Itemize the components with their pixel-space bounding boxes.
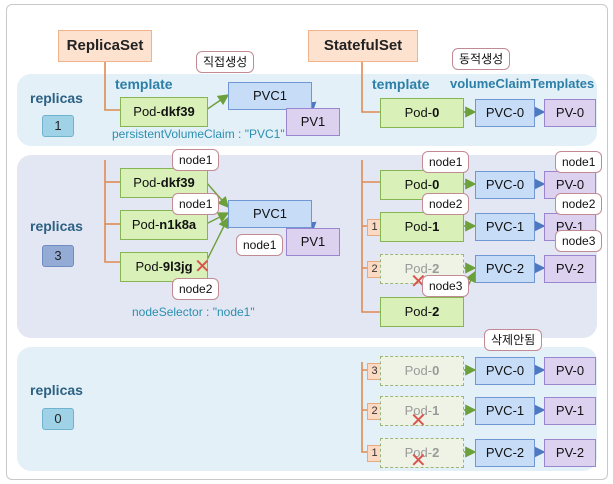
ss-pvc-s1-0: PVC-0 — [475, 99, 535, 127]
ss-pod-s3-2: Pod-2 — [380, 438, 464, 468]
rs-note-node1-a: node1 — [172, 149, 220, 171]
rs-pvc-s1: PVC1 — [228, 82, 312, 110]
replicaset-header: ReplicaSet — [58, 30, 152, 62]
ss-pod-s2-1: Pod-1 — [380, 212, 464, 242]
rs-note-node1-b: node1 — [172, 193, 220, 215]
ss-note-node1-b: node1 — [555, 151, 603, 173]
ss-pvc-s3-0: PVC-0 — [475, 357, 535, 385]
ss-pvc-s2-2: PVC-2 — [475, 255, 535, 283]
failed-x-icon: ✕ — [410, 450, 427, 472]
rs-note-node1-c: node1 — [236, 234, 284, 256]
ss-pvc-s3-1: PVC-1 — [475, 397, 535, 425]
ss-note-node2-b: node2 — [555, 193, 603, 215]
ss-pod-s3-1: Pod-1 — [380, 396, 464, 426]
failed-x-icon: ✕ — [410, 410, 427, 432]
rs-pvc-s2: PVC1 — [228, 200, 312, 228]
ss-pv-s1-0: PV-0 — [544, 99, 596, 127]
statefulset-header: StatefulSet — [308, 30, 418, 62]
replicas-label-1: replicas — [30, 90, 83, 106]
rs-pv-s1: PV1 — [286, 108, 340, 136]
note-not-deleted: 삭제안됨 — [484, 329, 543, 351]
replicaset-template-label: template — [115, 76, 173, 92]
failed-x-icon: ✕ — [194, 256, 211, 278]
ss-note-node3-b: node3 — [422, 275, 470, 297]
rs-pod-s2-b: Pod-n1k8a — [120, 210, 208, 240]
ss-note-node2-a: node2 — [422, 193, 470, 215]
rs-pod-s2-c: Pod-9l3jg — [120, 252, 208, 282]
ss-pvc-s3-2: PVC-2 — [475, 439, 535, 467]
ss-note-node1-a: node1 — [422, 151, 470, 173]
node-selector-caption: nodeSelector : "node1" — [132, 305, 255, 319]
replicas-count-1: 1 — [42, 115, 74, 137]
replicas-count-3: 3 — [42, 245, 74, 267]
ss-pv-s3-1: PV-1 — [544, 397, 596, 425]
note-direct-create: 직접생성 — [196, 51, 255, 73]
volume-claim-templates-label: volumeClaimTemplates — [450, 76, 595, 91]
replicas-count-0: 0 — [42, 408, 74, 430]
replicas-label-0: replicas — [30, 382, 83, 398]
ss-pvc-s2-1: PVC-1 — [475, 213, 535, 241]
ss-pv-s3-2: PV-2 — [544, 439, 596, 467]
ss-pv-s3-0: PV-0 — [544, 357, 596, 385]
order-badge: 2 — [367, 403, 382, 420]
ss-pv-s2-2: PV-2 — [544, 255, 596, 283]
statefulset-template-label: template — [372, 76, 430, 92]
note-dynamic-create: 동적생성 — [452, 48, 511, 70]
pvc-claim-caption: persistentVolumeClaim : "PVC1" — [112, 127, 285, 141]
ss-pod-s3-0: Pod-0 — [380, 356, 464, 386]
rs-note-node2: node2 — [172, 278, 220, 300]
rs-pv-s2: PV1 — [286, 228, 340, 256]
rs-pod-s1: Pod-dkf39 — [120, 97, 208, 127]
ss-pod-s1-0: Pod-0 — [380, 98, 464, 128]
ss-note-node3-a: node3 — [555, 230, 603, 252]
ss-pvc-s2-0: PVC-0 — [475, 171, 535, 199]
ss-pod-s2-2-new: Pod-2 — [380, 297, 464, 327]
replicas-label-3: replicas — [30, 218, 83, 234]
